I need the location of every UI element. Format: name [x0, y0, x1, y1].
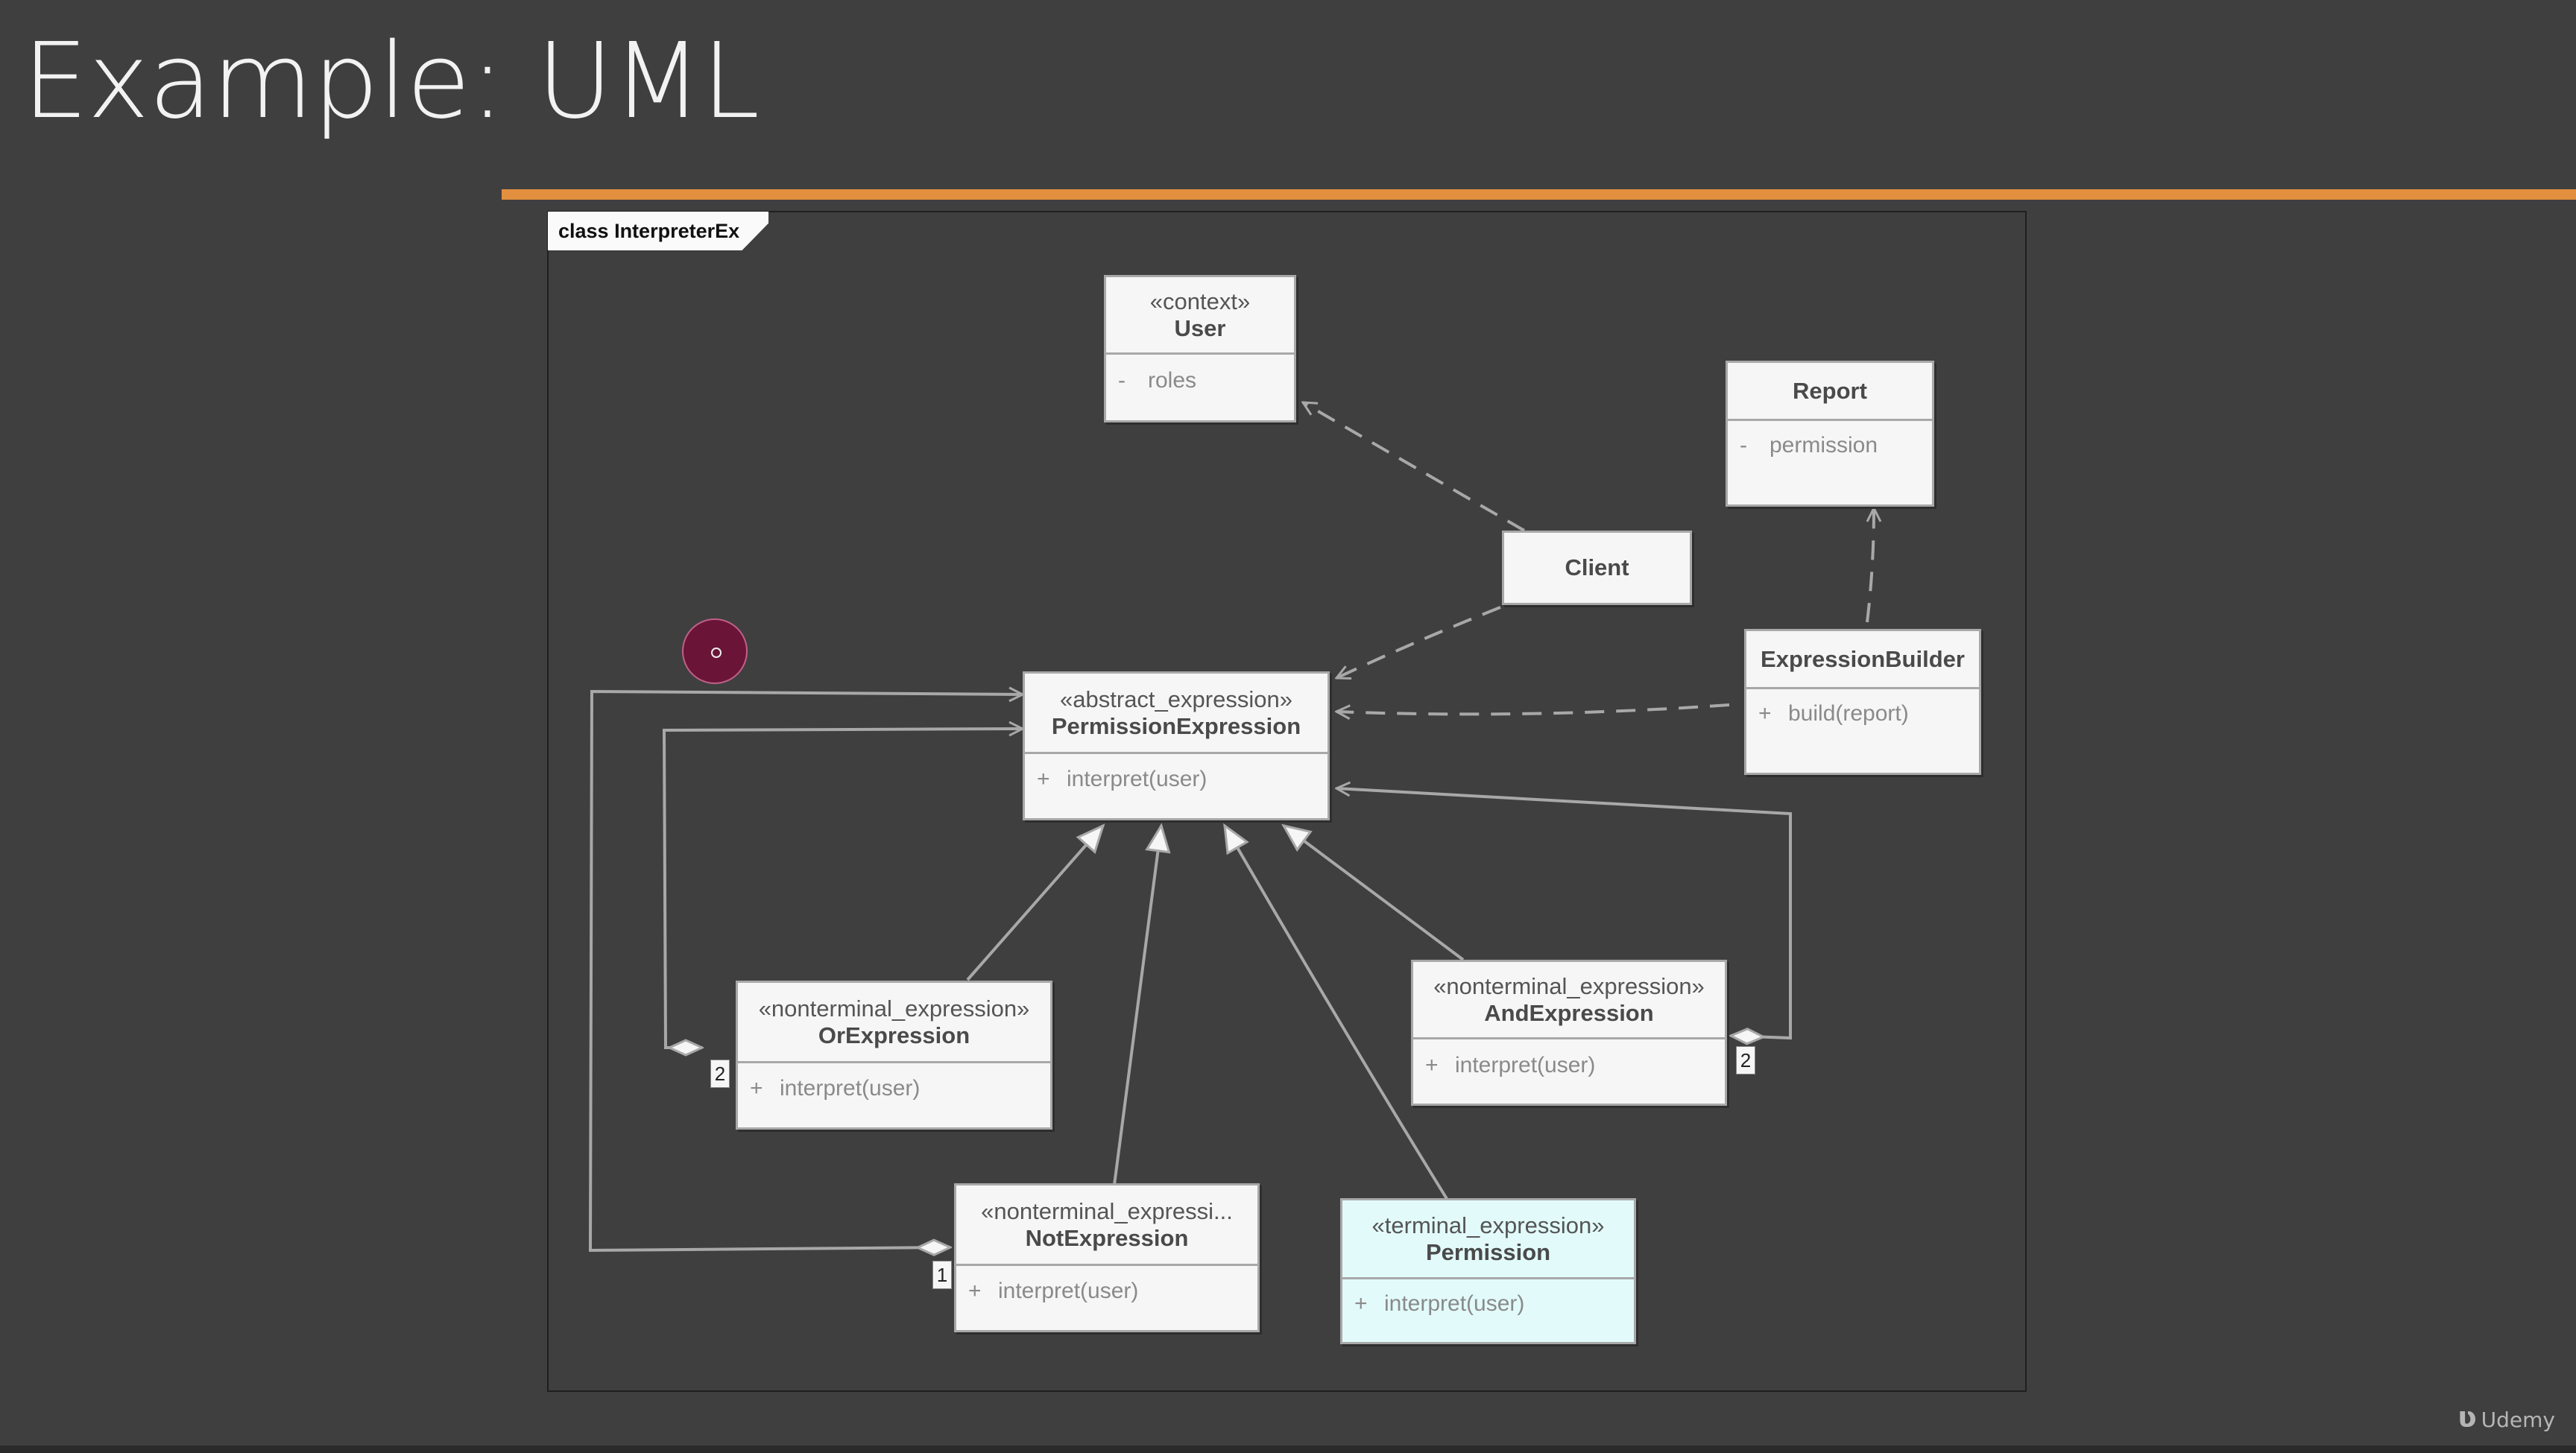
dependency-client-permission-expression: [1336, 606, 1501, 678]
aggregation-not: [588, 691, 1023, 1250]
class-name: Report: [1793, 377, 1867, 404]
class-user[interactable]: «context» User - roles: [1104, 275, 1296, 422]
class-stereotype: «nonterminal_expression»: [758, 995, 1030, 1022]
class-permission-expression[interactable]: «abstract_expression» PermissionExpressi…: [1023, 671, 1330, 820]
class-stereotype: «nonterminal_expressi...: [981, 1197, 1233, 1224]
class-name: Permission: [1425, 1238, 1551, 1265]
diagram-frame: [547, 211, 2027, 1392]
class-report[interactable]: Report - permission: [1726, 361, 1934, 507]
class-name: ExpressionBuilder: [1761, 645, 1965, 672]
class-stereotype: «nonterminal_expression»: [1433, 972, 1705, 999]
udemy-logo-icon: ʋ: [2457, 1401, 2477, 1434]
class-stereotype: «context»: [1149, 288, 1251, 314]
class-operation: + interpret(user): [1425, 1053, 1596, 1077]
brand-name: Udemy: [2481, 1408, 2555, 1432]
dependency-client-user: [1303, 401, 1525, 532]
aggregation-or: [662, 729, 1023, 1048]
multiplicity-and: 2: [1736, 1046, 1755, 1074]
class-or-expression[interactable]: «nonterminal_expression» OrExpression + …: [736, 981, 1052, 1130]
frame-label: class InterpreterEx: [548, 212, 768, 250]
class-operation: + interpret(user): [750, 1076, 921, 1101]
class-operation: + interpret(user): [1354, 1291, 1525, 1316]
class-name: PermissionExpression: [1051, 712, 1301, 739]
class-operation: + interpret(user): [1037, 767, 1208, 791]
mouse-cursor-indicator: [682, 618, 748, 684]
bottom-bar: [0, 1446, 2576, 1453]
slide-title: Example: UML: [22, 21, 760, 142]
class-attribute: - permission: [1740, 433, 1878, 458]
generalization-not: [1113, 823, 1171, 1185]
class-operation: + build(report): [1758, 701, 1909, 726]
class-expression-builder[interactable]: ExpressionBuilder + build(report): [1744, 629, 1981, 775]
class-client[interactable]: Client: [1502, 531, 1692, 605]
class-and-expression[interactable]: «nonterminal_expression» AndExpression +…: [1411, 960, 1727, 1106]
multiplicity-or: 2: [710, 1060, 730, 1088]
class-stereotype: «abstract_expression»: [1060, 686, 1292, 712]
class-name: OrExpression: [818, 1022, 970, 1048]
class-not-expression[interactable]: «nonterminal_expressi... NotExpression +…: [954, 1183, 1260, 1332]
aggregation-and: [1336, 788, 1792, 1038]
class-name: User: [1174, 314, 1226, 341]
class-name: Client: [1565, 554, 1629, 580]
class-name: NotExpression: [1025, 1224, 1189, 1251]
dependency-builder-permission-expression: [1336, 703, 1730, 714]
class-attribute: - roles: [1118, 368, 1197, 393]
multiplicity-not: 1: [932, 1261, 952, 1289]
dependency-builder-report: [1866, 508, 1874, 623]
class-operation: + interpret(user): [968, 1279, 1139, 1303]
class-stereotype: «terminal_expression»: [1371, 1212, 1605, 1238]
cursor-dot-icon: [711, 648, 722, 658]
generalization-or: [966, 823, 1105, 981]
generalization-and: [1281, 823, 1465, 961]
class-permission[interactable]: «terminal_expression» Permission + inter…: [1340, 1198, 1636, 1344]
title-underline: [502, 189, 2576, 200]
class-name: AndExpression: [1484, 999, 1654, 1026]
